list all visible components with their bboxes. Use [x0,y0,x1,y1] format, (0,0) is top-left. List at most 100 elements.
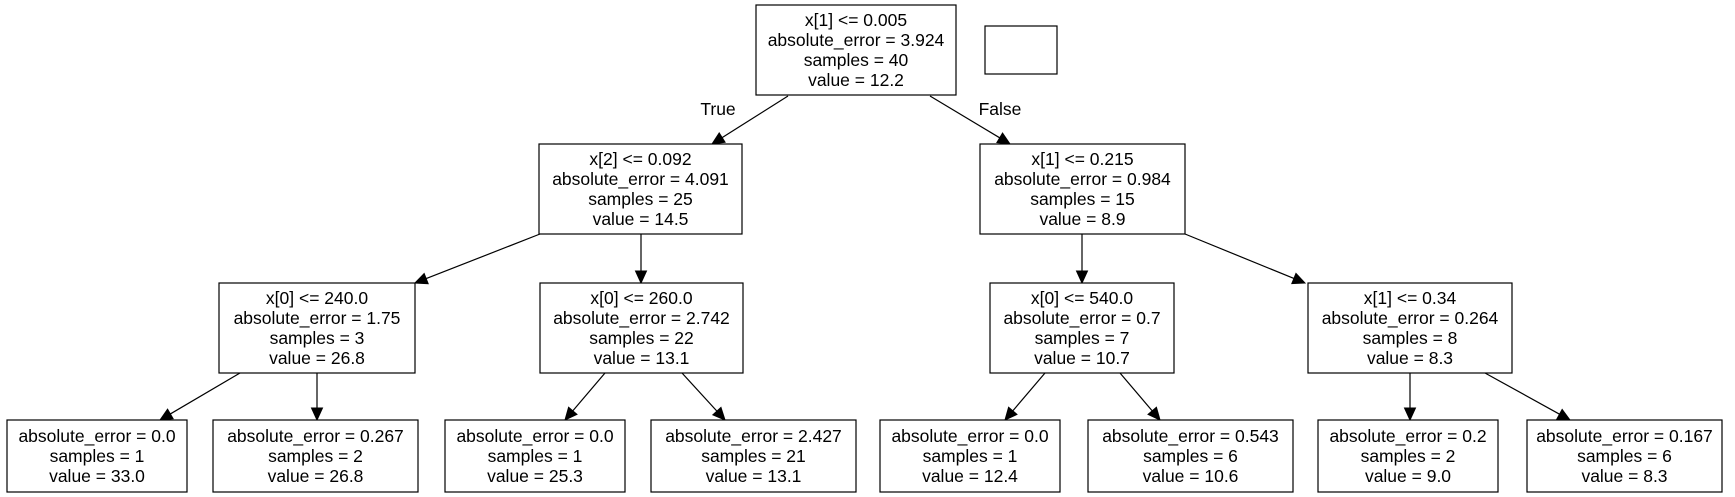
node-line: x[1] <= 0.34 [1364,288,1457,308]
edge-line [1484,372,1560,415]
arrow-head [711,406,726,421]
node-line: absolute_error = 0.264 [1322,308,1499,329]
edge-line [681,372,718,412]
node-line: absolute_error = 0.543 [1102,426,1279,447]
node-line: value = 8.9 [1039,209,1125,229]
node-line: value = 13.1 [706,466,802,486]
edge-label-false: False [979,99,1022,119]
node-line: x[0] <= 260.0 [590,288,692,308]
node-box [1317,419,1499,493]
edge-n0-n8: False [929,95,1022,145]
node-box [1087,419,1294,493]
node-line: x[0] <= 540.0 [1031,288,1133,308]
node-line: samples = 1 [50,446,145,466]
edge-line [1184,233,1295,280]
arrow-head [413,272,429,285]
edge-n1-n5 [634,234,648,285]
edge-n12-n13 [1403,373,1417,422]
arrow-head [1075,270,1089,285]
node-line: samples = 21 [701,446,806,466]
node-line: samples = 8 [1363,328,1458,348]
arrow-head [1004,406,1018,421]
arrow-head [710,132,726,145]
edges-layer: True False [158,95,1572,422]
node-box [539,282,744,374]
node-line: absolute_error = 0.0 [891,426,1048,447]
node-line: value = 26.8 [268,466,364,486]
node-box [1526,419,1723,493]
node-line: x[0] <= 240.0 [266,288,368,308]
node-line: absolute_error = 3.924 [768,30,945,51]
node-line: value = 25.3 [487,466,583,486]
node-line: samples = 3 [270,328,365,348]
node-line: value = 33.0 [49,466,145,486]
node-line: samples = 40 [804,50,909,70]
edge-label-true: True [700,99,735,119]
node-box [218,282,416,374]
edge-line [425,233,541,280]
node-line: value = 8.3 [1581,466,1667,486]
node-line: samples = 1 [923,446,1018,466]
arrow-head [1403,407,1417,422]
node-line: absolute_error = 0.7 [1003,308,1160,329]
edge-line [1012,372,1046,412]
node-line: value = 8.3 [1367,348,1453,368]
edge-line [721,95,789,139]
edge-line [929,95,1001,139]
node-box [755,4,957,96]
node-line: samples = 6 [1577,446,1672,466]
edge-n12-n14 [1484,372,1572,421]
node-line: absolute_error = 4.091 [552,169,729,190]
node-box [984,25,1058,75]
node-line: value = 12.2 [808,70,904,90]
arrow-head [1147,406,1161,421]
arrow-head [564,406,578,421]
node-line: samples = 15 [1030,189,1135,209]
node-line: samples = 22 [589,328,694,348]
edge-n9-n11 [1119,372,1161,421]
node-box [879,419,1061,493]
node-line: absolute_error = 0.167 [1536,426,1713,447]
arrow-head [996,132,1012,145]
node-line: absolute_error = 2.742 [553,308,730,329]
node-line: absolute_error = 0.2 [1329,426,1486,447]
edge-line [572,372,606,412]
node-line: samples = 2 [268,446,363,466]
edge-n0-n1: True [700,95,789,145]
node-line: value = 9.0 [1365,466,1451,486]
node-line: absolute_error = 2.427 [665,426,842,447]
edge-n5-n7 [681,372,726,421]
arrow-head [158,408,174,421]
node-line: samples = 6 [1143,446,1238,466]
node-box [979,143,1186,235]
node-line: samples = 1 [488,446,583,466]
node-line: value = 26.8 [269,348,365,368]
node-box [212,419,419,493]
edge-line [170,372,241,415]
node-line: value = 13.1 [594,348,690,368]
node-box [650,419,857,493]
node-box [1307,282,1513,374]
edge-n2-n3 [158,372,241,421]
edge-n8-n9 [1075,234,1089,285]
edge-n8-n12 [1184,233,1307,285]
arrow-head [1291,272,1307,285]
node-line: absolute_error = 0.267 [227,426,404,447]
arrow-head [1556,408,1572,421]
edge-n2-n4 [310,373,324,422]
edge-n5-n6 [564,372,606,421]
node-line: x[2] <= 0.092 [589,149,691,169]
node-line: samples = 2 [1361,446,1456,466]
